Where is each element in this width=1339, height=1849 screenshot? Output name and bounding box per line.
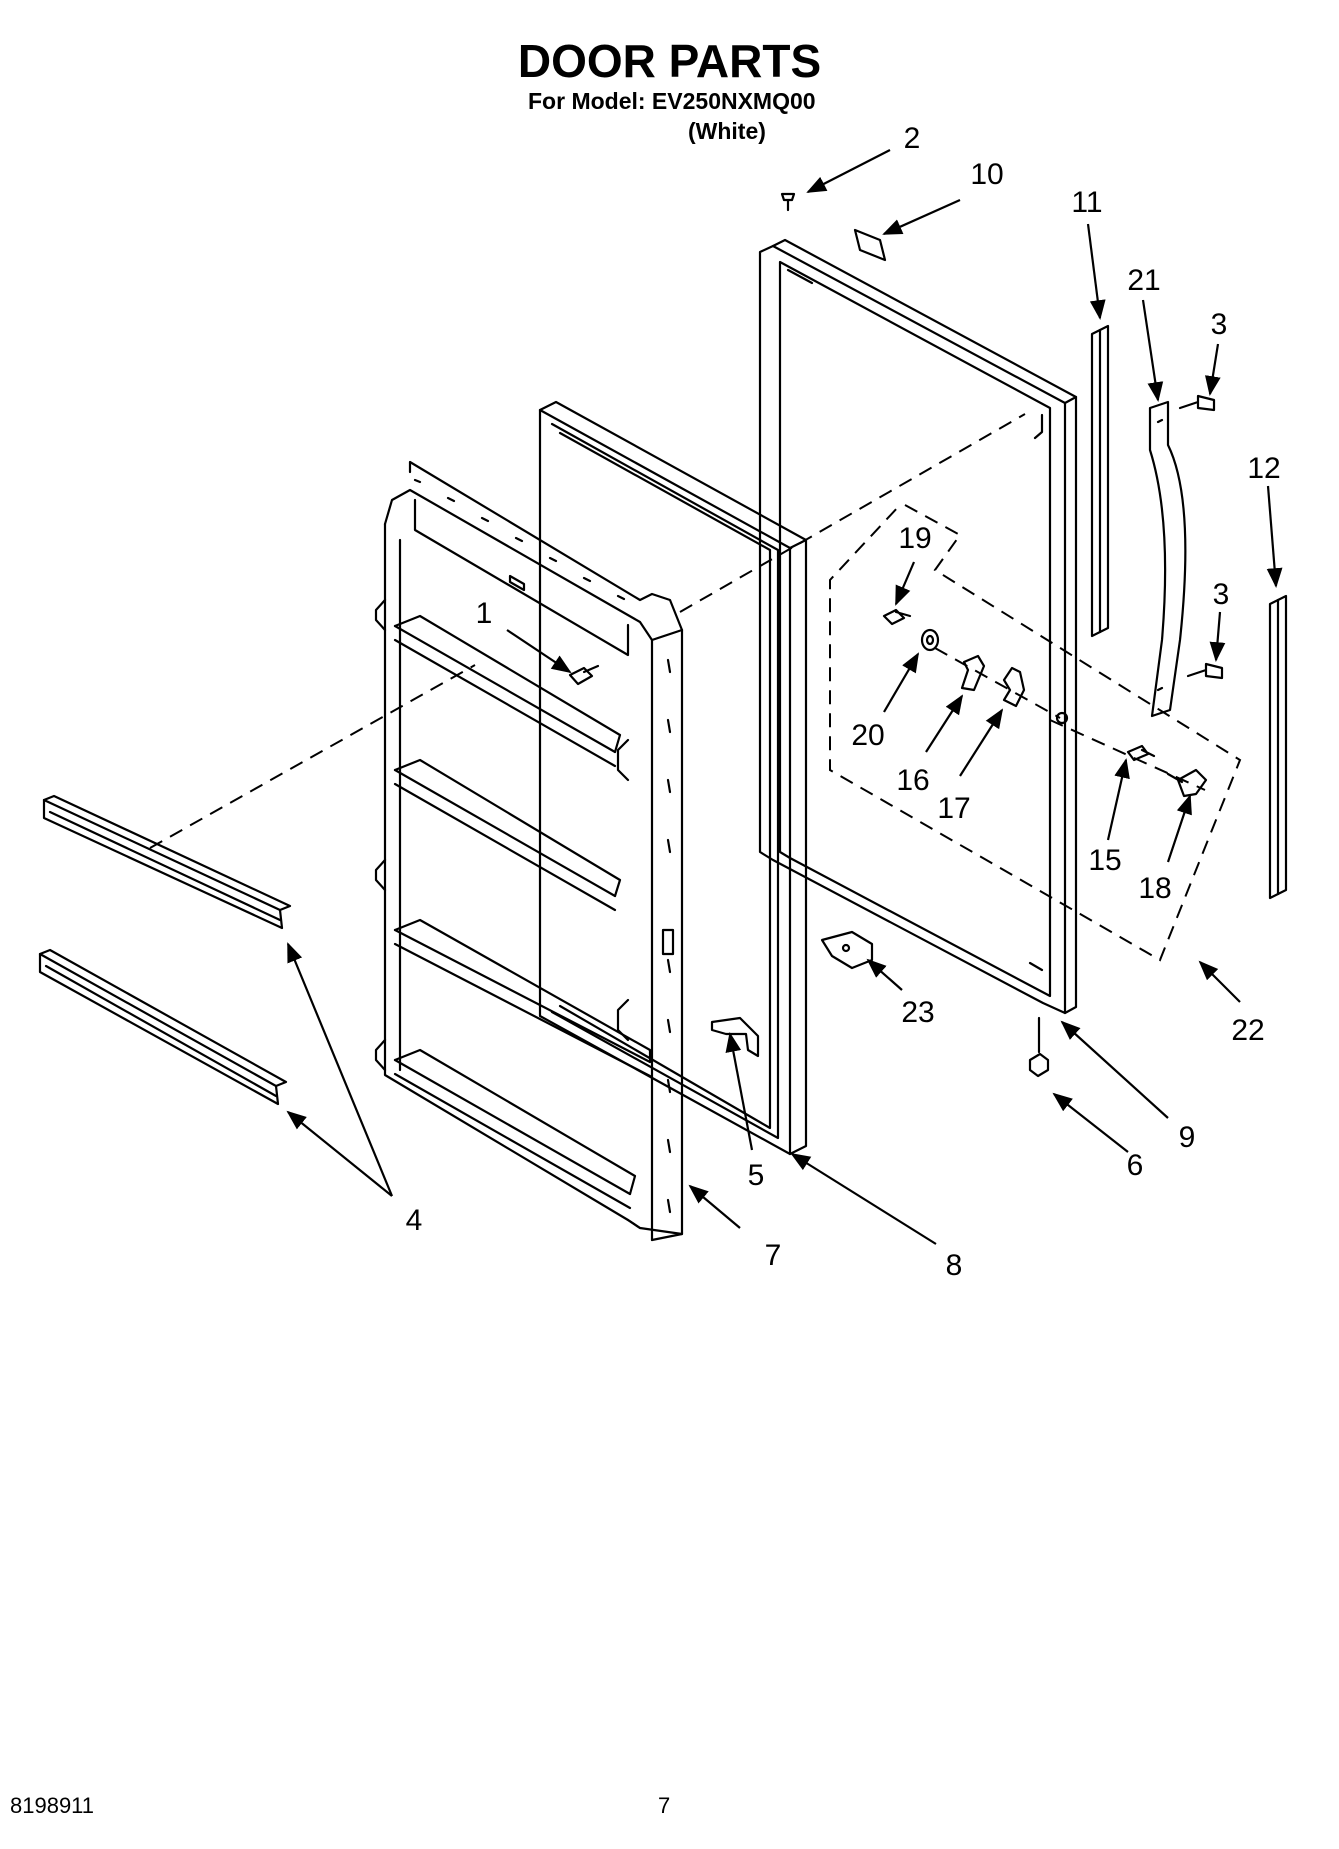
hinge-nut — [1028, 1016, 1050, 1078]
color-variant-label: (White) — [688, 118, 766, 144]
callout-9: 9 — [1179, 1121, 1196, 1154]
assembly-line-door — [679, 413, 1026, 613]
leader-2 — [806, 149, 891, 193]
page-number: 7 — [658, 1793, 671, 1818]
callout-8: 8 — [946, 1249, 963, 1282]
lock-washer — [920, 628, 940, 652]
leader-1 — [506, 629, 572, 674]
callout-16: 16 — [896, 764, 929, 797]
callout-4: 4 — [406, 1204, 423, 1237]
breaker-strip-11 — [1090, 324, 1110, 638]
callout-10: 10 — [970, 158, 1003, 191]
shelf-trim-upper — [42, 794, 292, 930]
leader-4a — [286, 942, 394, 1197]
leader-16 — [925, 694, 964, 753]
leader-9 — [1060, 1020, 1169, 1119]
leader-10 — [882, 198, 961, 236]
callout-3a: 3 — [1211, 308, 1228, 341]
assembly-line-lock — [1049, 719, 1206, 791]
outer-door-panel — [758, 238, 1078, 1015]
page-title: DOOR PARTS — [517, 35, 822, 87]
leader-5 — [725, 1032, 754, 1151]
callout-11: 11 — [1071, 186, 1102, 219]
callout-15: 15 — [1088, 844, 1121, 877]
lock-key — [1166, 768, 1208, 798]
shelf-trim-lower — [38, 948, 288, 1106]
lock-screw — [882, 608, 912, 626]
leader-11 — [1086, 223, 1106, 320]
rating-label — [853, 228, 887, 262]
assembly-line-cam — [934, 647, 1061, 719]
door-liner — [374, 460, 684, 1242]
callout-12: 12 — [1247, 452, 1280, 485]
lock-kit-boundary — [829, 504, 1242, 962]
door-handle — [1148, 400, 1187, 718]
document-number: 8198911 — [10, 1793, 95, 1818]
leader-17 — [959, 708, 1004, 777]
leader-21 — [1141, 299, 1164, 402]
leader-18 — [1166, 794, 1192, 863]
callout-3b: 3 — [1213, 578, 1230, 611]
callout-7: 7 — [765, 1239, 782, 1272]
callout-19: 19 — [898, 522, 931, 555]
handle-screw-upper — [1178, 394, 1216, 412]
leader-7 — [688, 1184, 741, 1229]
lock-retainer — [1002, 666, 1026, 708]
leader-8 — [790, 1152, 937, 1245]
leader-15 — [1106, 758, 1130, 841]
callout-23: 23 — [901, 996, 934, 1029]
assembly-line-trim — [149, 664, 476, 849]
hinge-plate — [820, 930, 874, 970]
liner-screw — [568, 664, 600, 686]
callout-6: 6 — [1127, 1149, 1144, 1182]
leader-12 — [1266, 485, 1283, 588]
door-gasket — [538, 400, 808, 1156]
leader-20 — [883, 652, 920, 713]
callout-17: 17 — [937, 792, 970, 825]
leader-6 — [1052, 1092, 1129, 1153]
callout-2: 2 — [904, 122, 921, 155]
leader-4b — [286, 1110, 393, 1197]
callout-20: 20 — [851, 719, 884, 752]
leader-19 — [894, 561, 916, 606]
lock-cam — [960, 654, 986, 692]
breaker-strip-12 — [1268, 594, 1288, 900]
top-screw — [780, 192, 796, 212]
leader-3a — [1204, 343, 1221, 396]
leader-23 — [866, 958, 903, 991]
handle-screw-lower — [1186, 662, 1224, 680]
gasket-clip — [710, 1016, 760, 1058]
model-label: For Model: EV250NXMQ00 — [528, 88, 816, 114]
lock-cylinder — [1126, 744, 1156, 762]
callout-5: 5 — [748, 1159, 765, 1192]
leader-3b — [1209, 611, 1226, 662]
leader-22 — [1198, 960, 1241, 1003]
callout-18: 18 — [1138, 872, 1171, 905]
callout-22: 22 — [1231, 1014, 1264, 1047]
callout-1: 1 — [476, 597, 493, 630]
callout-21: 21 — [1127, 264, 1160, 297]
